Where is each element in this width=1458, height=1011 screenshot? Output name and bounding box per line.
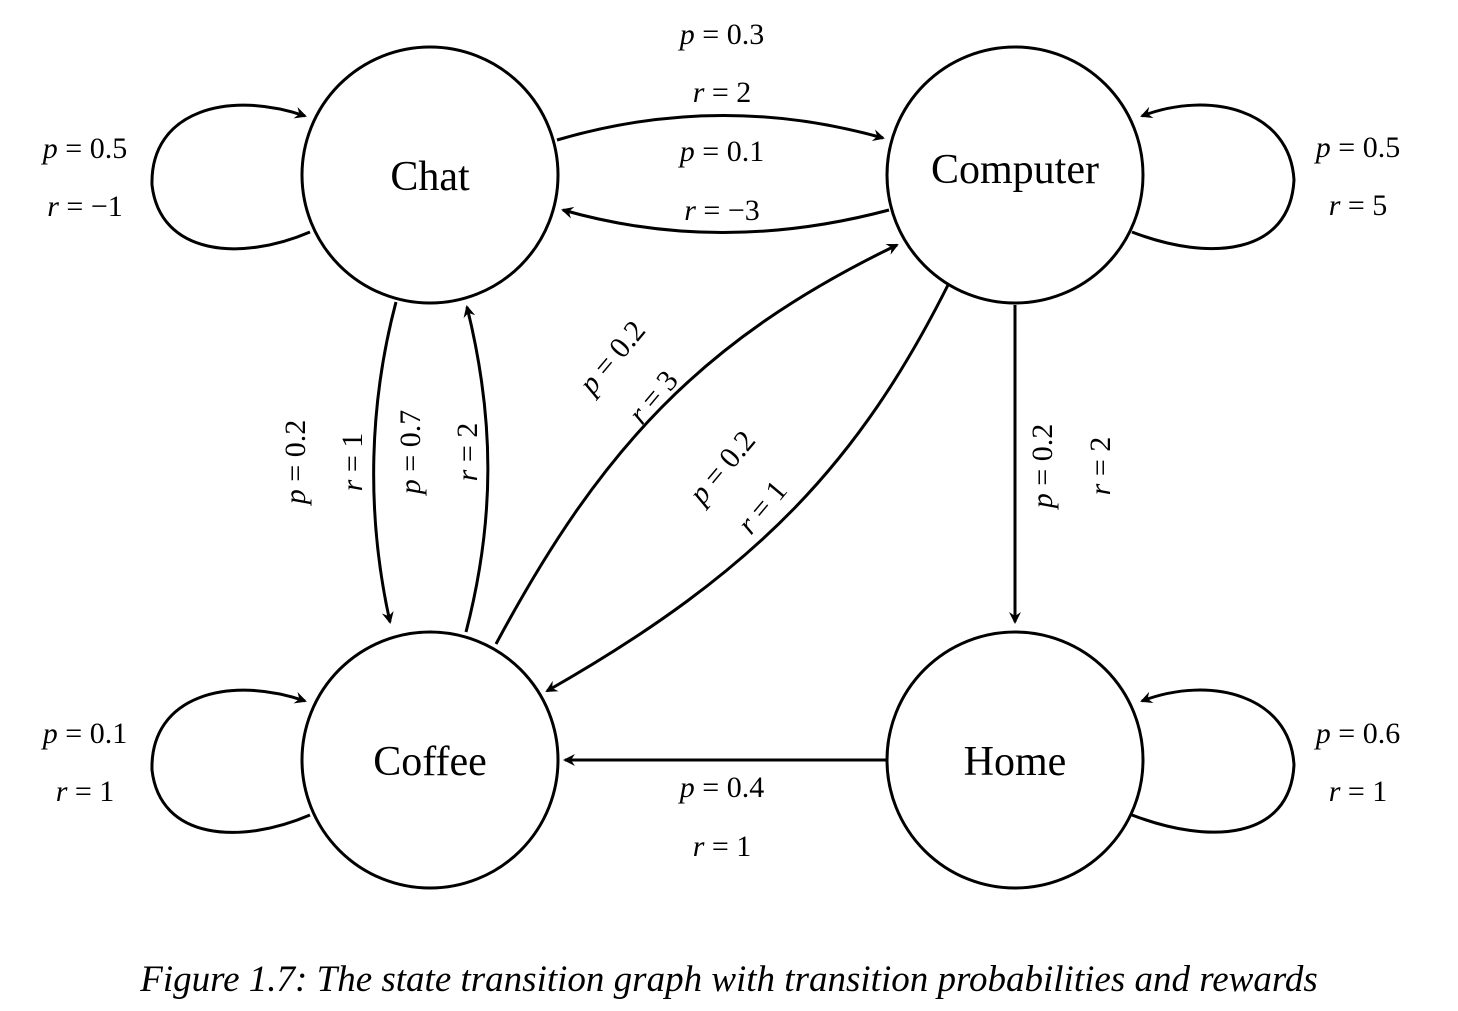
label-chat-computer-p: p = 0.3 — [678, 18, 764, 51]
label-coffee-coffee-p: p = 0.1 — [41, 717, 127, 750]
label-computer-chat-p: p = 0.1 — [678, 135, 764, 168]
edge-home-home — [1131, 688, 1296, 834]
state-coffee[interactable]: Coffee — [300, 630, 560, 890]
label-home-coffee-p: p = 0.4 — [678, 771, 764, 804]
label-coffee-chat-r: r = 2 — [451, 423, 484, 482]
label-home-home-r: r = 1 — [1329, 775, 1388, 808]
edge-computer-coffee — [545, 284, 950, 693]
label-computer-home-r: r = 2 — [1084, 437, 1117, 496]
label-chat-coffee-r: r = 1 — [336, 433, 369, 492]
edge-chat-coffee — [372, 301, 398, 624]
edge-computer-chat — [561, 206, 890, 234]
edge-chat-chat — [150, 103, 311, 251]
label-computer-chat-r: r = −3 — [684, 194, 760, 227]
figure-caption: Figure 1.7: The state transition graph w… — [140, 959, 1318, 1000]
label-coffee-computer-r: r = 3 — [622, 364, 685, 430]
label-coffee-chat-p: p = 0.7 — [394, 410, 427, 496]
state-transition-graph: Chat Computer Coffee Home p = 0.5 r = −1… — [41, 18, 1400, 890]
label-chat-coffee-p: p = 0.2 — [279, 420, 312, 506]
label-chat-chat-p: p = 0.5 — [41, 132, 127, 165]
label-coffee-coffee-r: r = 1 — [56, 775, 115, 808]
state-computer-label: Computer — [931, 147, 1099, 193]
edge-coffee-chat — [463, 305, 490, 633]
state-coffee-label: Coffee — [373, 739, 487, 785]
label-computer-computer-p: p = 0.5 — [1314, 131, 1400, 164]
label-computer-home-p: p = 0.2 — [1026, 424, 1059, 510]
edge-coffee-coffee — [150, 688, 311, 834]
edge-coffee-computer — [494, 243, 899, 645]
label-chat-chat-r: r = −1 — [47, 190, 123, 223]
label-computer-computer-r: r = 5 — [1329, 189, 1388, 222]
state-chat[interactable]: Chat — [300, 45, 560, 305]
state-home-label: Home — [964, 739, 1067, 785]
state-home[interactable]: Home — [885, 630, 1145, 890]
label-chat-computer-r: r = 2 — [693, 76, 752, 109]
label-home-home-p: p = 0.6 — [1314, 717, 1400, 750]
edge-chat-computer — [556, 114, 885, 142]
label-computer-coffee-r: r = 1 — [731, 474, 794, 540]
label-home-coffee-r: r = 1 — [693, 830, 752, 863]
edge-computer-computer — [1131, 103, 1296, 251]
state-chat-label: Chat — [390, 154, 470, 200]
state-computer[interactable]: Computer — [885, 45, 1145, 305]
